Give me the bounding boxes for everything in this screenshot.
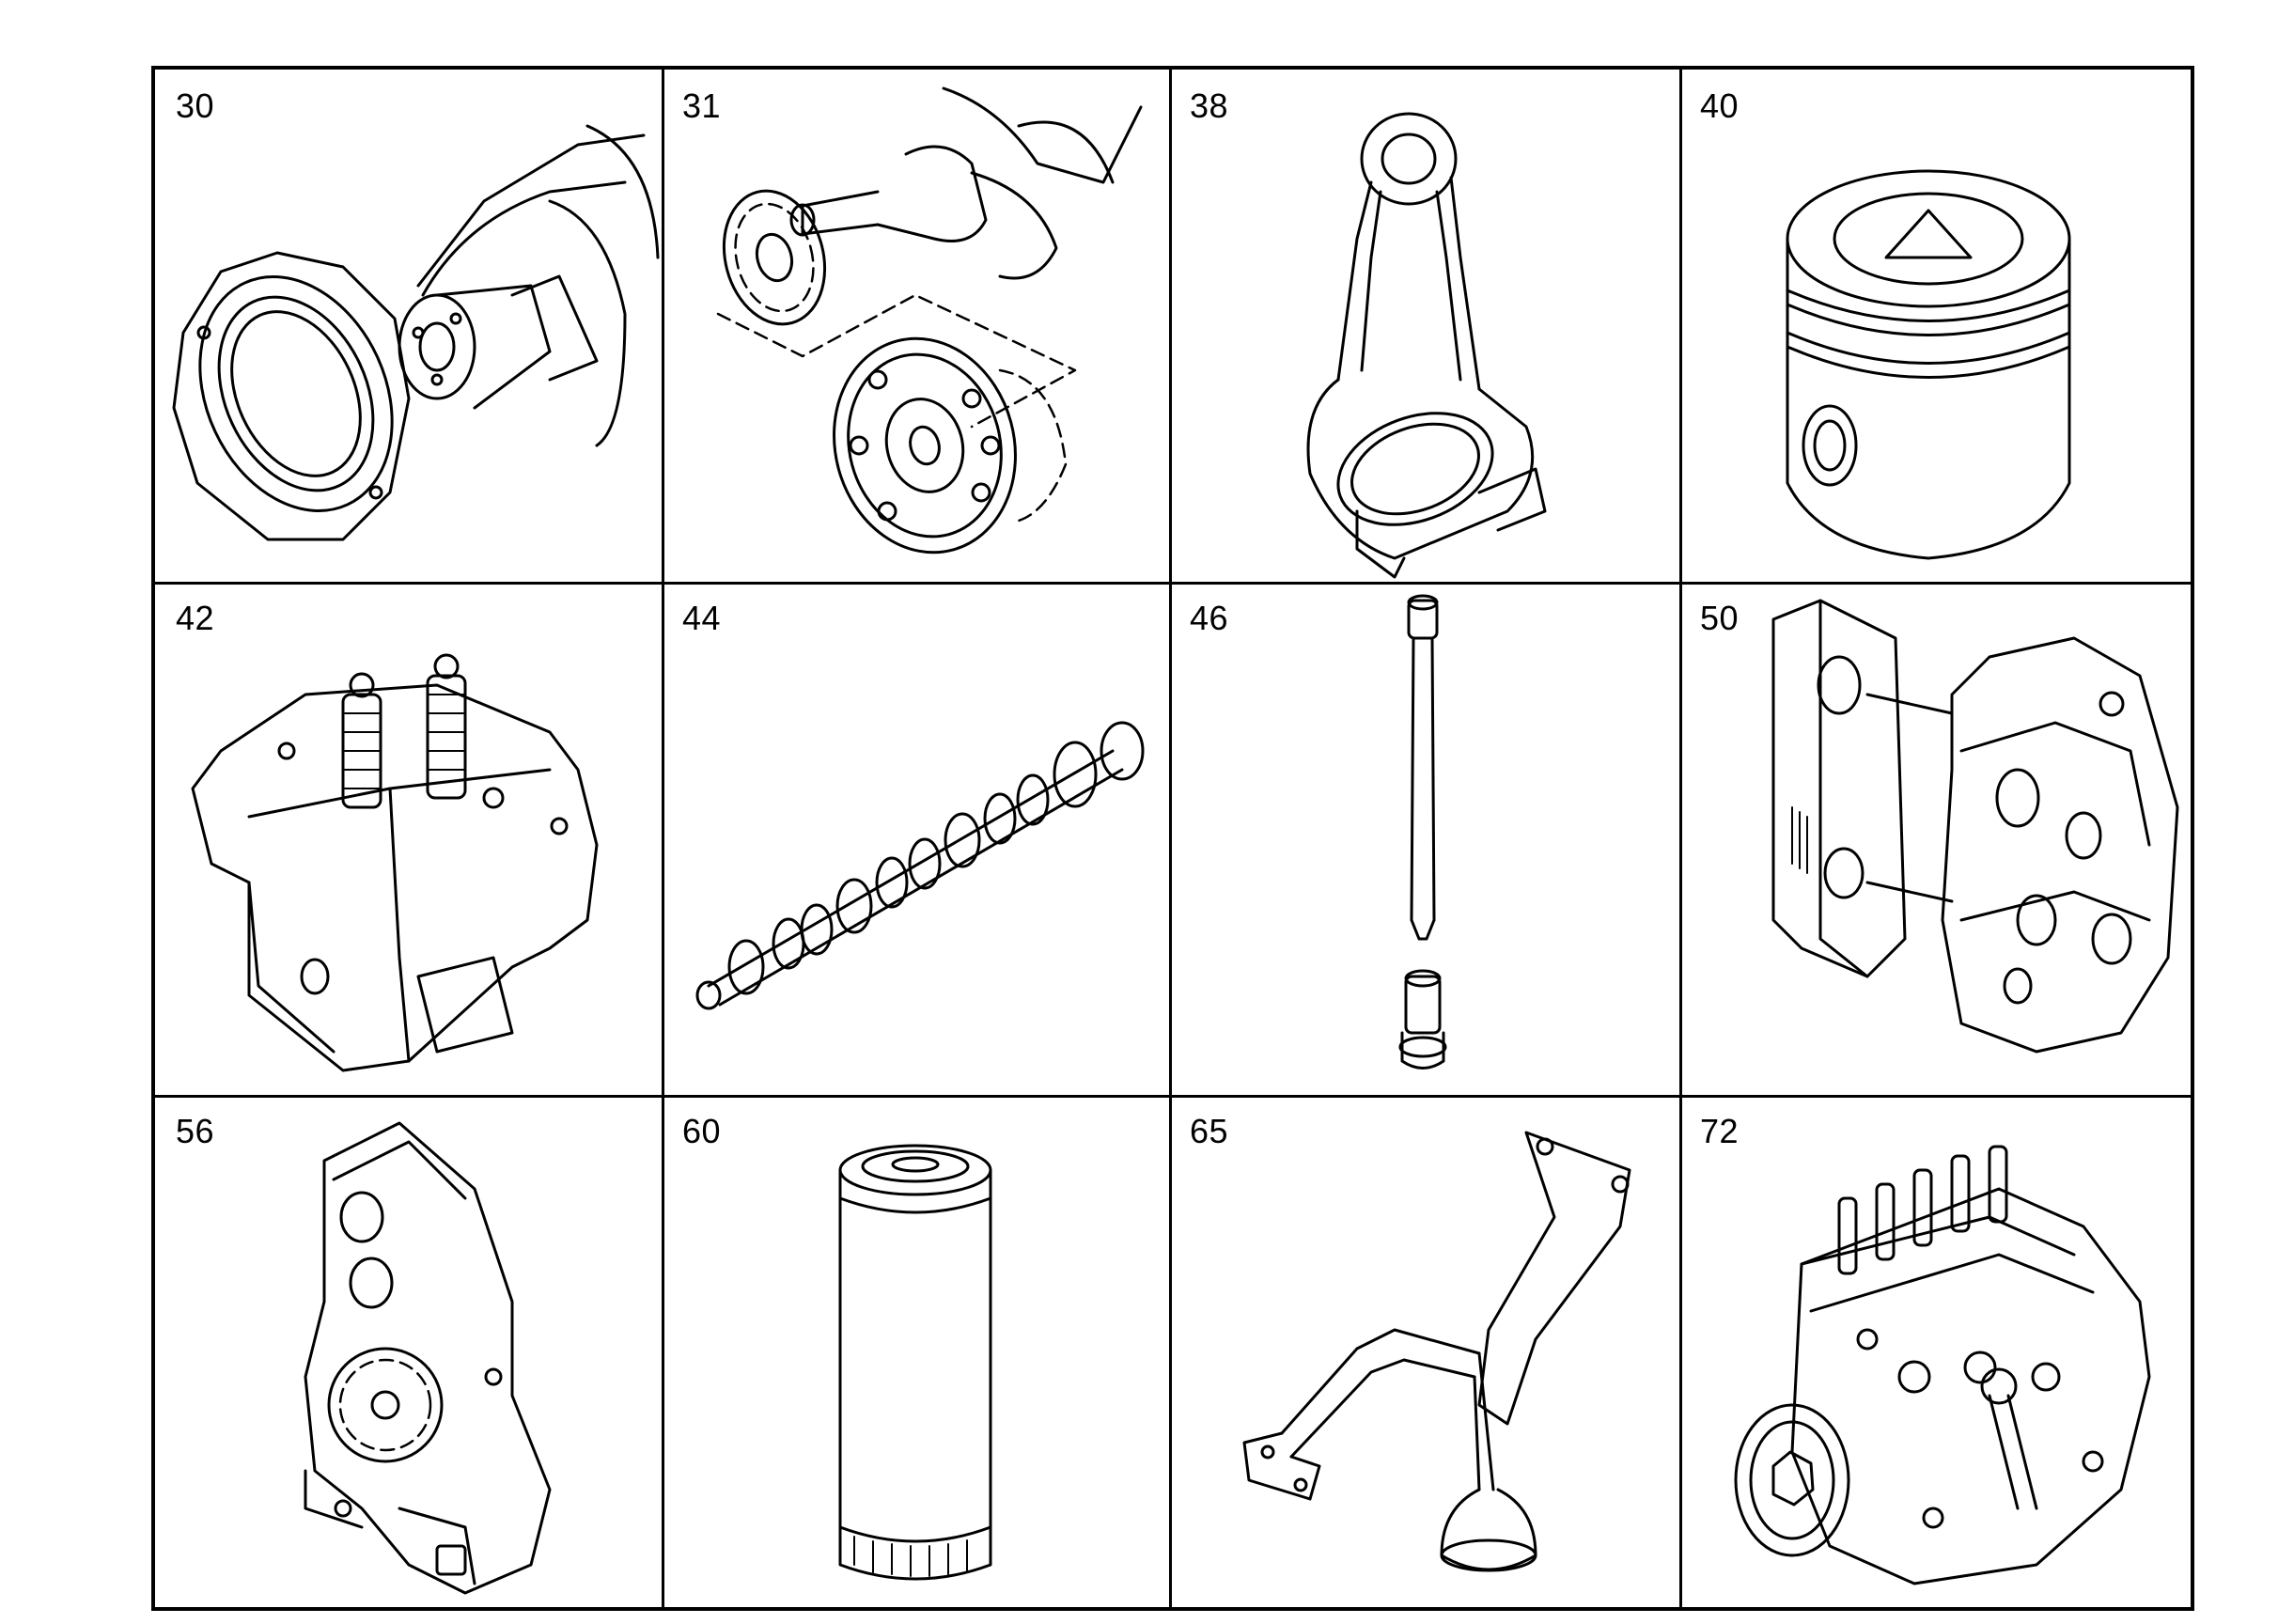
part-number: 40 xyxy=(1700,86,1740,125)
part-cell-40[interactable]: 40 xyxy=(1679,70,2198,582)
part-cell-46[interactable]: 46 xyxy=(1169,582,1679,1095)
cylinder-head-icon xyxy=(191,653,599,1072)
part-cell-50[interactable]: 50 xyxy=(1679,582,2198,1095)
part-cell-38[interactable]: 38 xyxy=(1169,70,1679,582)
injection-pump-icon xyxy=(1734,1145,2151,1585)
oil-cooler-icon xyxy=(1771,599,2179,1054)
part-cell-72[interactable]: 72 xyxy=(1679,1095,2198,1615)
grid-divider xyxy=(1679,70,1682,1607)
part-cell-44[interactable]: 44 xyxy=(662,582,1169,1095)
grid-divider xyxy=(155,1095,2191,1098)
oil-filter-icon xyxy=(838,1144,992,1581)
part-number: 31 xyxy=(682,86,722,125)
camshaft-icon xyxy=(695,721,1145,1010)
push-rod-tappet-icon xyxy=(1398,594,1447,1070)
piston-icon xyxy=(1786,169,2071,560)
grid-divider xyxy=(1169,70,1172,1607)
grid-divider xyxy=(662,70,664,1607)
part-cell-65[interactable]: 65 xyxy=(1169,1095,1679,1615)
part-number: 72 xyxy=(1700,1112,1740,1150)
oil-pump-icon xyxy=(304,1121,552,1595)
crankshaft-seal-icon xyxy=(172,124,660,541)
part-number: 30 xyxy=(176,86,215,125)
part-number: 56 xyxy=(176,1112,215,1150)
grid-divider xyxy=(155,582,2191,585)
part-number: 44 xyxy=(682,599,722,637)
part-cell-31[interactable]: 31 xyxy=(662,70,1169,582)
part-cell-56[interactable]: 56 xyxy=(155,1095,662,1615)
parts-grid: 30 31 xyxy=(151,66,2194,1611)
part-number: 65 xyxy=(1190,1112,1229,1150)
crankshaft-gear-pulley-icon xyxy=(716,86,1143,554)
part-cell-42[interactable]: 42 xyxy=(155,582,662,1095)
part-number: 46 xyxy=(1190,599,1229,637)
part-number: 38 xyxy=(1190,86,1229,125)
oil-suction-pipe-icon xyxy=(1242,1131,1631,1572)
part-number: 60 xyxy=(682,1112,722,1150)
connecting-rod-icon xyxy=(1306,112,1547,579)
part-number: 50 xyxy=(1700,599,1740,637)
part-number: 42 xyxy=(176,599,215,637)
part-cell-30[interactable]: 30 xyxy=(155,70,662,582)
part-cell-60[interactable]: 60 xyxy=(662,1095,1169,1615)
